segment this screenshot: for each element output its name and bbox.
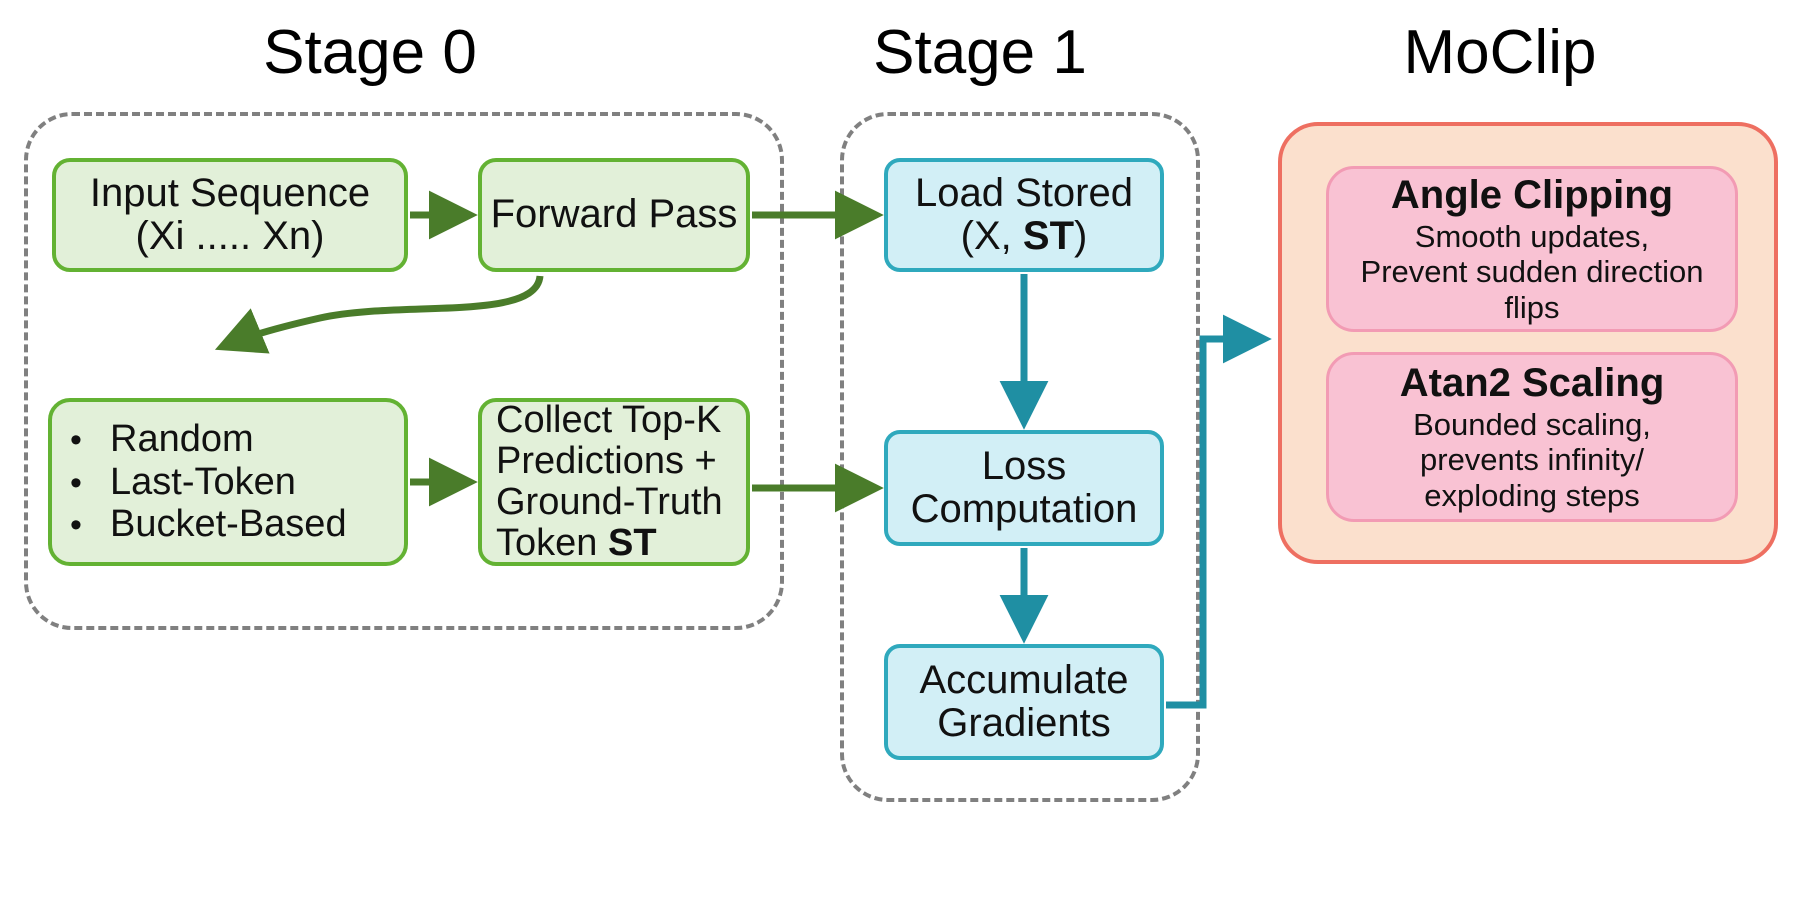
node-collect-topk[interactable]: Collect Top-K Predictions + Ground-Truth… [478, 398, 750, 566]
atan2-scaling-title: Atan2 Scaling [1399, 361, 1665, 405]
stage0-title: Stage 0 [263, 18, 477, 87]
angle-clipping-sub3: flips [1504, 289, 1560, 325]
bullet-icon: • [70, 463, 82, 502]
collect-line4: Token ST [496, 523, 657, 564]
sampling-item-bucket-based: Bucket-Based [110, 503, 347, 546]
moclip-card-atan2-scaling[interactable]: Atan2 Scaling Bounded scaling, prevents … [1326, 352, 1738, 522]
collect-line1: Collect Top-K [496, 398, 722, 441]
loss-computation-line2: Computation [910, 487, 1138, 531]
moclip-card-angle-clipping[interactable]: Angle Clipping Smooth updates, Prevent s… [1326, 166, 1738, 332]
sampling-item-random: Random [110, 418, 254, 461]
stage0-group [24, 112, 784, 630]
collect-line3: Ground-Truth [496, 481, 723, 523]
accumulate-line1: Accumulate [919, 657, 1129, 702]
bullet-icon: • [70, 421, 82, 460]
list-item: • Last-Token [70, 461, 404, 504]
list-item: • Random [70, 418, 404, 461]
node-load-stored[interactable]: Load Stored (X, ST) [884, 158, 1164, 272]
collect-line2: Predictions + [496, 439, 717, 482]
node-accumulate-gradients[interactable]: Accumulate Gradients [884, 644, 1164, 760]
input-sequence-line2: (Xi ..... Xn) [135, 214, 325, 258]
load-stored-suffix: ) [1074, 214, 1088, 258]
atan2-scaling-sub3: exploding steps [1424, 477, 1640, 513]
forward-pass-label: Forward Pass [490, 192, 738, 237]
load-stored-prefix: (X, [960, 214, 1023, 258]
accumulate-line2: Gradients [937, 701, 1111, 745]
moclip-title: MoClip [1403, 18, 1597, 87]
loss-computation-line1: Loss [981, 443, 1067, 488]
moclip-panel: Angle Clipping Smooth updates, Prevent s… [1278, 122, 1778, 564]
input-sequence-line1: Input Sequence [89, 170, 371, 215]
load-stored-line2: (X, ST) [960, 214, 1088, 258]
sampling-item-last-token: Last-Token [110, 460, 296, 503]
atan2-scaling-sub1: Bounded scaling, [1413, 407, 1651, 442]
angle-clipping-sub1: Smooth updates, [1414, 219, 1650, 254]
load-stored-token: ST [1022, 214, 1075, 258]
bullet-icon: • [70, 506, 82, 545]
angle-clipping-title: Angle Clipping [1390, 173, 1674, 217]
node-input-sequence[interactable]: Input Sequence (Xi ..... Xn) [52, 158, 408, 272]
node-sampling-strategies[interactable]: • Random • Last-Token • Bucket-Based [48, 398, 408, 566]
stage1-title: Stage 1 [873, 18, 1087, 87]
node-loss-computation[interactable]: Loss Computation [884, 430, 1164, 546]
collect-line4-prefix: Token [496, 522, 608, 565]
collect-line4-token: ST [607, 522, 657, 565]
load-stored-line1: Load Stored [915, 170, 1133, 215]
angle-clipping-sub2: Prevent sudden direction [1360, 254, 1704, 290]
list-item: • Bucket-Based [70, 503, 404, 546]
node-forward-pass[interactable]: Forward Pass [478, 158, 750, 272]
atan2-scaling-sub2: prevents infinity/ [1420, 442, 1644, 478]
